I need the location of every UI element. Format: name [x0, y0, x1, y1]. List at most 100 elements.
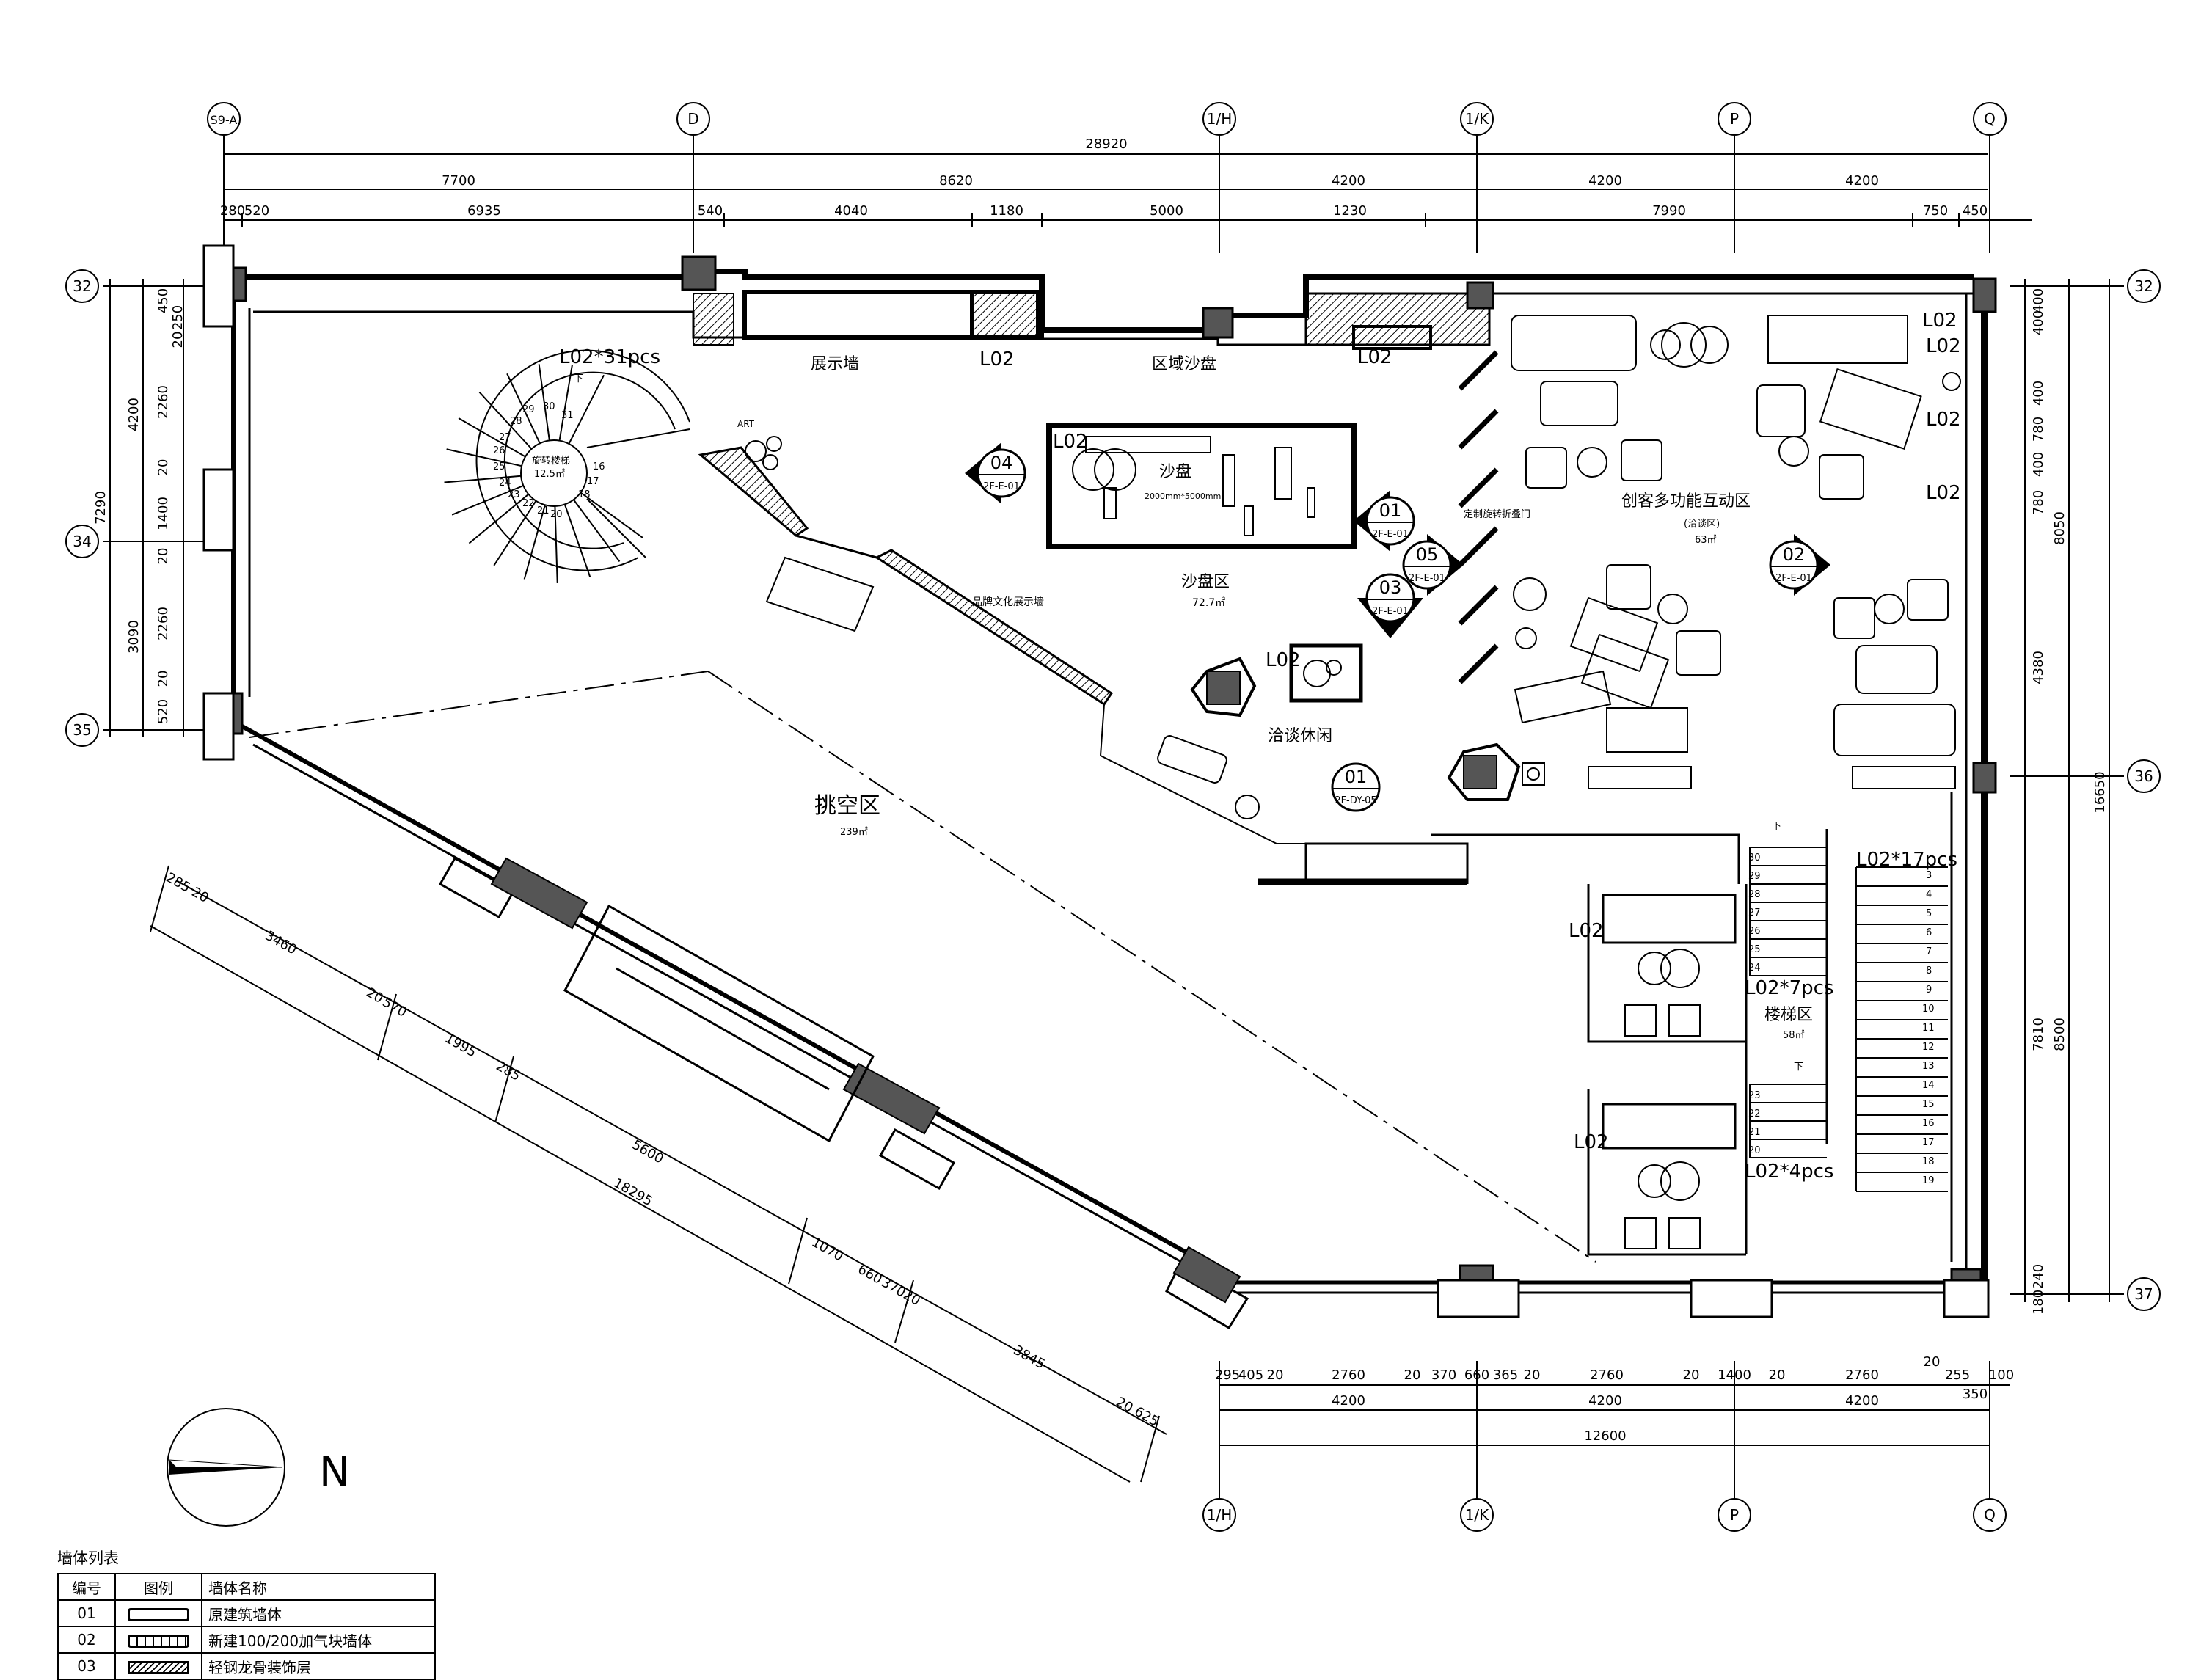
dim-grid-top: 4200 [1845, 173, 1879, 189]
elevation-callout: 01 2F-E-01 [1354, 490, 1415, 552]
legend-header: 图例 [114, 1573, 202, 1601]
dim-diag: 18295 [611, 1175, 655, 1209]
stair-partitions [1258, 792, 1953, 1262]
callout-ref: 2F-E-01 [1775, 573, 1812, 584]
dim-detail-top: 5000 [1150, 203, 1183, 219]
dim-bottom-detail: 2760 [1590, 1367, 1624, 1383]
dim-right-total: 16650 [2092, 771, 2108, 813]
dim-left-inner: 20 [156, 459, 171, 476]
spiral-stair-area: 12.5㎡ [534, 469, 565, 480]
stair-number: 29 [522, 404, 535, 415]
sand-area-size: 72.7㎡ [1192, 597, 1225, 609]
sand-table-wall-label: 区域沙盘 [1152, 355, 1216, 373]
grid-label: P [1730, 1506, 1739, 1524]
dim-right-inner: 180 [2031, 1290, 2046, 1315]
dim-left-inner: 1400 [156, 497, 171, 530]
stair-number: 13 [1922, 1061, 1935, 1072]
dim-detail-top: 540 [698, 203, 723, 219]
dim-diag: 660 [855, 1262, 885, 1288]
stair-number: 17 [1922, 1137, 1935, 1148]
window-infill [490, 857, 1241, 1304]
legend-swatch [114, 1599, 202, 1627]
dim-bottom-detail: 20 [1924, 1354, 1941, 1370]
structural-columns [211, 255, 1997, 1300]
callout-number: 02 [1783, 544, 1806, 565]
lamp-label: L02 [1574, 1131, 1609, 1153]
grid-label: D [687, 110, 698, 128]
lamp-label: L02 [1357, 346, 1392, 368]
brand-wall [698, 446, 1307, 880]
dim-detail-top: 6935 [467, 203, 501, 219]
stair-number: 28 [1748, 889, 1761, 900]
dim-bottom-detail: 370 [1431, 1367, 1456, 1383]
dim-detail-top: 1180 [990, 203, 1023, 219]
stair-flight-lower [1749, 1084, 1827, 1158]
stair-number: 22 [1748, 1109, 1761, 1120]
dim-right-inner: 780 [2031, 417, 2046, 442]
dim-bottom-detail: 20 [1524, 1367, 1541, 1383]
stair-number: 29 [1748, 871, 1761, 882]
lamp-labels: L02*31pcs L02 L02 L02 L02 L02 L02 L02 L0… [559, 310, 1961, 1183]
dim-grid-top: 7700 [442, 173, 475, 189]
dim-left-inner: 20 [156, 548, 171, 565]
stair-number: 24 [1748, 963, 1761, 974]
grid-label: 1/K [1465, 1506, 1489, 1524]
legend-header: 墙体名称 [201, 1573, 436, 1601]
grid-label: 32 [73, 277, 91, 295]
legend-name: 新建100/200加气块墙体 [201, 1626, 436, 1654]
rotating-door [1458, 350, 1499, 684]
sand-area-label: 沙盘区 [1181, 573, 1230, 591]
stair-number: 10 [1922, 1004, 1935, 1015]
stair-tread [446, 448, 522, 467]
dim-bottom-detail: 2760 [1332, 1367, 1365, 1383]
stair-flight-right [1855, 866, 1948, 1192]
left-dimension-labels: 7290 4200 3090 450 250 20 2260 20 1400 2… [93, 288, 186, 724]
lounge-furniture [1157, 643, 1545, 819]
dim-bottom-total: 12600 [1584, 1428, 1626, 1444]
stair-number: 18 [578, 489, 591, 500]
negotiation-label: 洽谈休闲 [1268, 727, 1332, 745]
maker-area-label: 创客多功能互动区 [1621, 492, 1751, 511]
grid-label: 1/H [1207, 1506, 1233, 1524]
stair-number: 8 [1926, 965, 1932, 976]
stair-number: 19 [1922, 1175, 1935, 1186]
legend-title: 墙体列表 [57, 1549, 119, 1567]
dim-bottom-detail: 255 [1945, 1367, 1970, 1383]
stair-tread [493, 500, 537, 566]
right-dimension-labels: 16650 8050 8500 400 400 400 780 400 780 … [2031, 288, 2108, 1315]
grid-label: 37 [2134, 1285, 2153, 1303]
elevation-callout: 02 2F-E-01 [1769, 534, 1830, 596]
callout-ref: 2F-E-01 [983, 481, 1020, 492]
grid-label: Q [1984, 1506, 1996, 1524]
dim-bottom-detail: 20 [1683, 1367, 1700, 1383]
legend-header-row: 编号 图例 墙体名称 [57, 1573, 436, 1601]
wall-labels: 展示墙 区域沙盘 [811, 355, 1216, 373]
art-piece [745, 436, 782, 470]
dim-diag: 285 [494, 1059, 523, 1084]
sand-table [1046, 423, 1357, 549]
void-area-lines [249, 671, 1596, 1263]
lamp-label: L02 [979, 348, 1015, 370]
stair-number: 16 [1922, 1118, 1935, 1129]
stair-number: 25 [1748, 944, 1761, 955]
bottom-dimensions [1219, 1361, 2010, 1499]
dim-right-inner: 400 [2031, 288, 2046, 313]
lamp-label: L02 [1053, 431, 1088, 453]
stair-number: 9 [1926, 985, 1932, 996]
dim-left-inner: 520 [156, 699, 171, 724]
dim-bottom-detail: 405 [1238, 1367, 1263, 1383]
callout-ref: 2F-E-01 [1372, 529, 1409, 540]
dim-right-inner: 240 [2031, 1264, 2046, 1289]
stair-tread [451, 485, 524, 516]
stair-number: 6 [1926, 927, 1932, 938]
stair-number: 16 [593, 461, 605, 472]
callout-ref: 2F-E-01 [1372, 606, 1409, 617]
callout-number: 01 [1379, 500, 1402, 521]
dim-diag: 3460 [263, 928, 299, 958]
stair-number: 25 [493, 461, 505, 472]
dim-detail-top: 4040 [834, 203, 868, 219]
stair-number: 14 [1922, 1080, 1935, 1091]
stair-tread [538, 364, 550, 441]
